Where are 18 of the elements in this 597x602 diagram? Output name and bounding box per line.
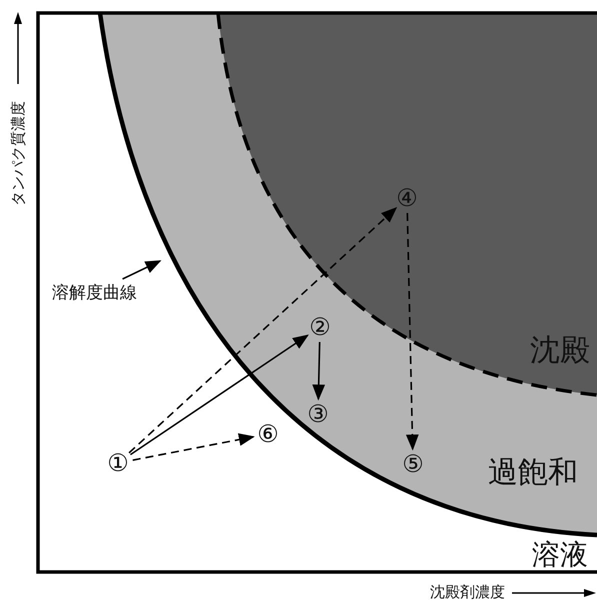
arrow (130, 334, 309, 456)
region-label: 溶液 (532, 537, 588, 573)
axis-title: 沈殿剤濃度 (430, 583, 505, 602)
arrow (132, 433, 255, 461)
circled-number: ⑥ (254, 421, 282, 447)
circled-number: ① (104, 450, 132, 476)
circled-number: ③ (304, 401, 332, 427)
arrow (128, 207, 398, 454)
region-label: 沈殿 (530, 332, 590, 370)
leader-arrow (122, 260, 162, 280)
circled-number: ② (306, 314, 334, 340)
arrow (406, 212, 419, 451)
circled-number: ⑤ (399, 451, 427, 477)
arrow (312, 342, 326, 401)
axis-title: タンパク質濃度 (8, 100, 28, 206)
circled-number: ④ (393, 185, 421, 211)
curve-label: 溶解度曲線 (52, 281, 137, 304)
region-label: 過飽和 (488, 454, 578, 492)
